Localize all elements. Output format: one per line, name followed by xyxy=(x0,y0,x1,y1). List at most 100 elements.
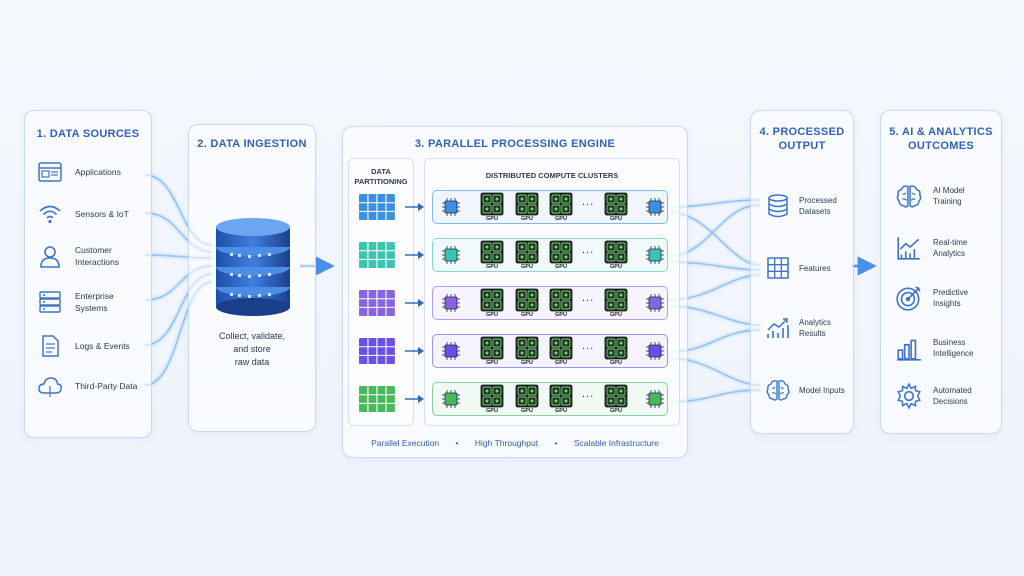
source-sensors: Sensors & IoT xyxy=(37,199,167,229)
data-partitioning-title: DATA PARTITIONING xyxy=(354,167,408,186)
cpu-chip-icon xyxy=(646,198,664,216)
wifi-icon xyxy=(39,205,61,224)
grid-icon xyxy=(767,257,789,279)
compute-clusters-title: DISTRIBUTED COMPUTE CLUSTERS xyxy=(485,171,619,180)
partition-grid-lines xyxy=(359,194,395,220)
gpu-label: GPU xyxy=(555,312,567,318)
cpu-chip-icon xyxy=(442,390,460,408)
outcomes-panel: 5. AI & ANALYTICS OUTCOMES AI Model Trai… xyxy=(880,110,1002,434)
gpu-label: GPU xyxy=(486,264,498,270)
database-icon xyxy=(768,194,788,218)
gpu-label: GPU xyxy=(610,216,622,222)
gpu-unit-icon xyxy=(604,192,628,216)
partition-grid-lines xyxy=(359,386,395,412)
gpu-unit-icon xyxy=(604,384,628,408)
outcome-label: Business Intelligence xyxy=(933,338,974,358)
data-ingestion-title: 2. DATA INGESTION xyxy=(197,138,307,150)
gpu-unit-icon xyxy=(549,240,573,264)
more-gpus-ellipsis: ... xyxy=(582,196,595,208)
outcome-label: Real-time Analytics xyxy=(933,238,968,258)
line-chart-icon xyxy=(897,237,920,260)
gpu-label: GPU xyxy=(555,216,567,222)
partition-grid-tile xyxy=(359,290,395,316)
outcome-predictive-insights: Predictive Insights xyxy=(895,281,1005,315)
server-icon xyxy=(39,291,61,313)
output-label: Processed Datasets xyxy=(799,196,837,216)
more-gpus-ellipsis: ... xyxy=(582,244,595,256)
trend-chart-icon xyxy=(767,318,789,338)
outcome-business-intelligence: Business Intelligence xyxy=(895,331,1005,365)
gpu-unit-icon xyxy=(480,336,504,360)
processed-output-title: 4. PROCESSED OUTPUT xyxy=(759,126,845,152)
source-label: Customer Interactions xyxy=(75,245,119,267)
gpu-label: GPU xyxy=(521,360,533,366)
partition-grid-tile xyxy=(359,194,395,220)
arrow-right-icon xyxy=(405,203,424,211)
cpu-chip-icon xyxy=(646,246,664,264)
gpu-label: GPU xyxy=(610,264,622,270)
outcome-label: AI Model Training xyxy=(933,186,965,206)
gpu-label: GPU xyxy=(610,312,622,318)
outcome-label: Automated Decisions xyxy=(933,386,972,406)
partition-grid-lines xyxy=(359,338,395,364)
partition-grid-tile xyxy=(359,338,395,364)
ingestion-caption: Collect, validate, and store raw data xyxy=(218,331,286,367)
processed-output-panel: 4. PROCESSED OUTPUT Processed Datasets F… xyxy=(750,110,854,434)
cpu-chip-icon xyxy=(442,246,460,264)
output-processed-datasets: Processed Datasets xyxy=(765,189,855,223)
outcome-ai-model-training: AI Model Training xyxy=(895,179,1005,213)
partition-grid-lines xyxy=(359,242,395,268)
arrow-right-icon xyxy=(405,299,424,307)
gpu-unit-icon xyxy=(515,384,539,408)
gear-icon xyxy=(897,382,921,410)
gpu-label: GPU xyxy=(555,264,567,270)
partition-grid-tile xyxy=(359,242,395,268)
brain-icon xyxy=(766,380,790,401)
more-gpus-ellipsis: ... xyxy=(582,388,595,400)
data-sources-title: 1. DATA SOURCES xyxy=(36,128,140,140)
user-icon xyxy=(40,246,60,268)
gpu-unit-icon xyxy=(604,288,628,312)
data-sources-panel: 1. DATA SOURCES Applications Sensors & I… xyxy=(24,110,152,438)
more-gpus-ellipsis: ... xyxy=(582,292,595,304)
footer-parallel-execution: Parallel Execution xyxy=(371,438,440,448)
gpu-label: GPU xyxy=(521,312,533,318)
cloud-icon xyxy=(38,377,62,397)
cpu-chip-icon xyxy=(646,390,664,408)
cpu-chip-icon xyxy=(646,342,664,360)
gpu-label: GPU xyxy=(610,360,622,366)
gpu-label: GPU xyxy=(521,408,533,414)
footer-separator: • xyxy=(455,438,459,448)
gpu-unit-icon xyxy=(480,288,504,312)
gpu-label: GPU xyxy=(521,264,533,270)
cpu-chip-icon xyxy=(442,342,460,360)
gpu-label: GPU xyxy=(486,360,498,366)
source-label: Third-Party Data xyxy=(75,381,138,391)
gpu-unit-icon xyxy=(480,384,504,408)
partition-grid-lines xyxy=(359,290,395,316)
gpu-unit-icon xyxy=(515,192,539,216)
output-label: Features xyxy=(799,263,831,273)
gpu-unit-icon xyxy=(549,288,573,312)
output-features: Features xyxy=(765,251,855,285)
gpu-unit-icon xyxy=(549,336,573,360)
outcome-real-time-analytics: Real-time Analytics xyxy=(895,231,1005,265)
partition-grid-tile xyxy=(359,386,395,412)
gpu-unit-icon xyxy=(604,336,628,360)
outcome-automated-decisions: Automated Decisions xyxy=(895,379,1005,413)
gpu-label: GPU xyxy=(555,408,567,414)
outcome-label: Predictive Insights xyxy=(933,288,969,308)
data-ingestion-panel: 2. DATA INGESTION Collect, validate, and… xyxy=(188,124,316,432)
bar-chart-icon xyxy=(897,339,921,361)
gpu-unit-icon xyxy=(549,384,573,408)
source-enterprise: Enterprise Systems xyxy=(37,287,167,317)
gpu-unit-icon xyxy=(604,240,628,264)
source-label: Sensors & IoT xyxy=(75,209,129,219)
processing-footer: Parallel Execution • High Throughput • S… xyxy=(342,438,688,448)
gpu-unit-icon xyxy=(515,336,539,360)
processing-engine-title: 3. PARALLEL PROCESSING ENGINE xyxy=(414,138,616,150)
source-third-party: Third-Party Data xyxy=(37,371,167,401)
gpu-unit-icon xyxy=(515,240,539,264)
source-label: Enterprise Systems xyxy=(75,291,114,313)
cpu-chip-icon xyxy=(442,198,460,216)
